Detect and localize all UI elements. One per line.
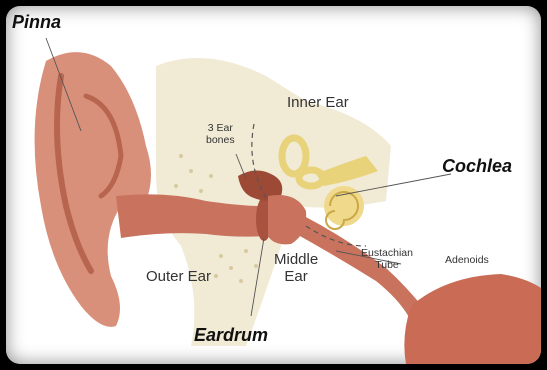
label-ear-bones-line2: bones [206, 134, 235, 146]
label-middle-ear-line2: Ear [274, 268, 318, 285]
ear-anatomy-illustration [6, 6, 541, 364]
adenoids-shape [404, 274, 541, 364]
label-adenoids: Adenoids [445, 254, 489, 266]
label-cochlea: Cochlea [442, 156, 512, 177]
label-eustachian-tube: Eustachian Tube [361, 247, 413, 271]
label-inner-ear: Inner Ear [287, 94, 349, 111]
label-outer-ear: Outer Ear [146, 268, 211, 285]
label-middle-ear-line1: Middle [274, 251, 318, 268]
label-eustachian-line1: Eustachian [361, 247, 413, 259]
label-ear-bones: 3 Ear bones [206, 122, 235, 146]
label-middle-ear: Middle Ear [274, 251, 318, 285]
label-ear-bones-line1: 3 Ear [206, 122, 235, 134]
label-eustachian-line2: Tube [361, 259, 413, 271]
pinna-shape [35, 52, 151, 327]
label-pinna: Pinna [12, 12, 61, 33]
cochlea-shape [324, 186, 364, 229]
diagram-panel: Pinna Inner Ear 3 Ear bones Cochlea Eust… [6, 6, 541, 364]
label-eardrum: Eardrum [194, 325, 268, 346]
